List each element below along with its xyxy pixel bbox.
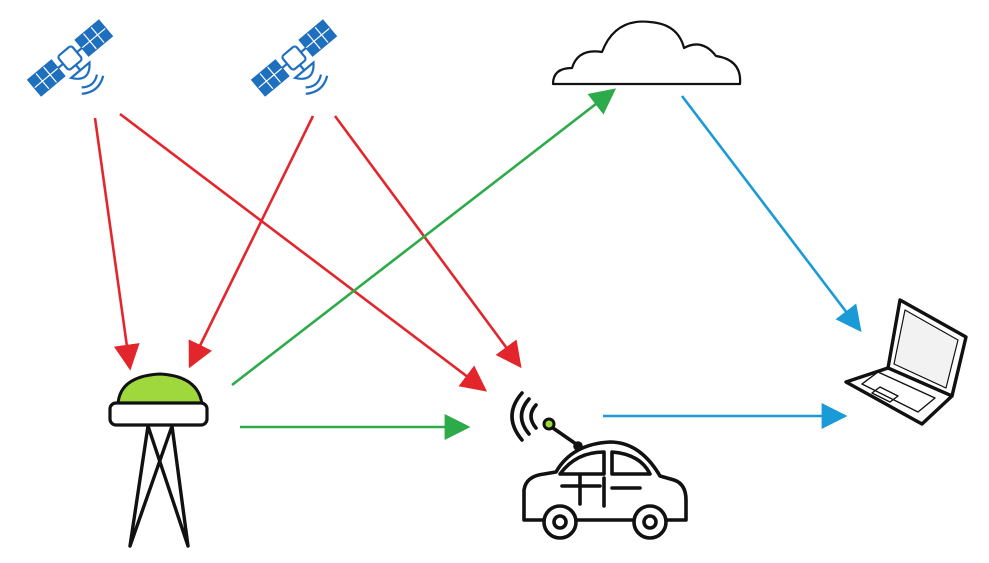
arrow-cloud-to-laptop [680,95,862,333]
arrow-satellite-2-to-vehicle [333,115,522,369]
arrow-satellite-1-to-base-station [93,117,140,371]
gnss-base-station-icon [108,372,209,548]
arrow-satellite-2-to-base-station [188,115,315,369]
arrow-base-station-to-cloud [231,88,617,387]
laptop-icon [844,298,968,426]
connected-car-icon [510,391,688,540]
links-layer [93,88,862,440]
cloud-icon [551,20,742,86]
satellite-icon [250,19,338,97]
satellite-icon [26,19,114,97]
arrow-satellite-1-to-vehicle [119,112,488,392]
